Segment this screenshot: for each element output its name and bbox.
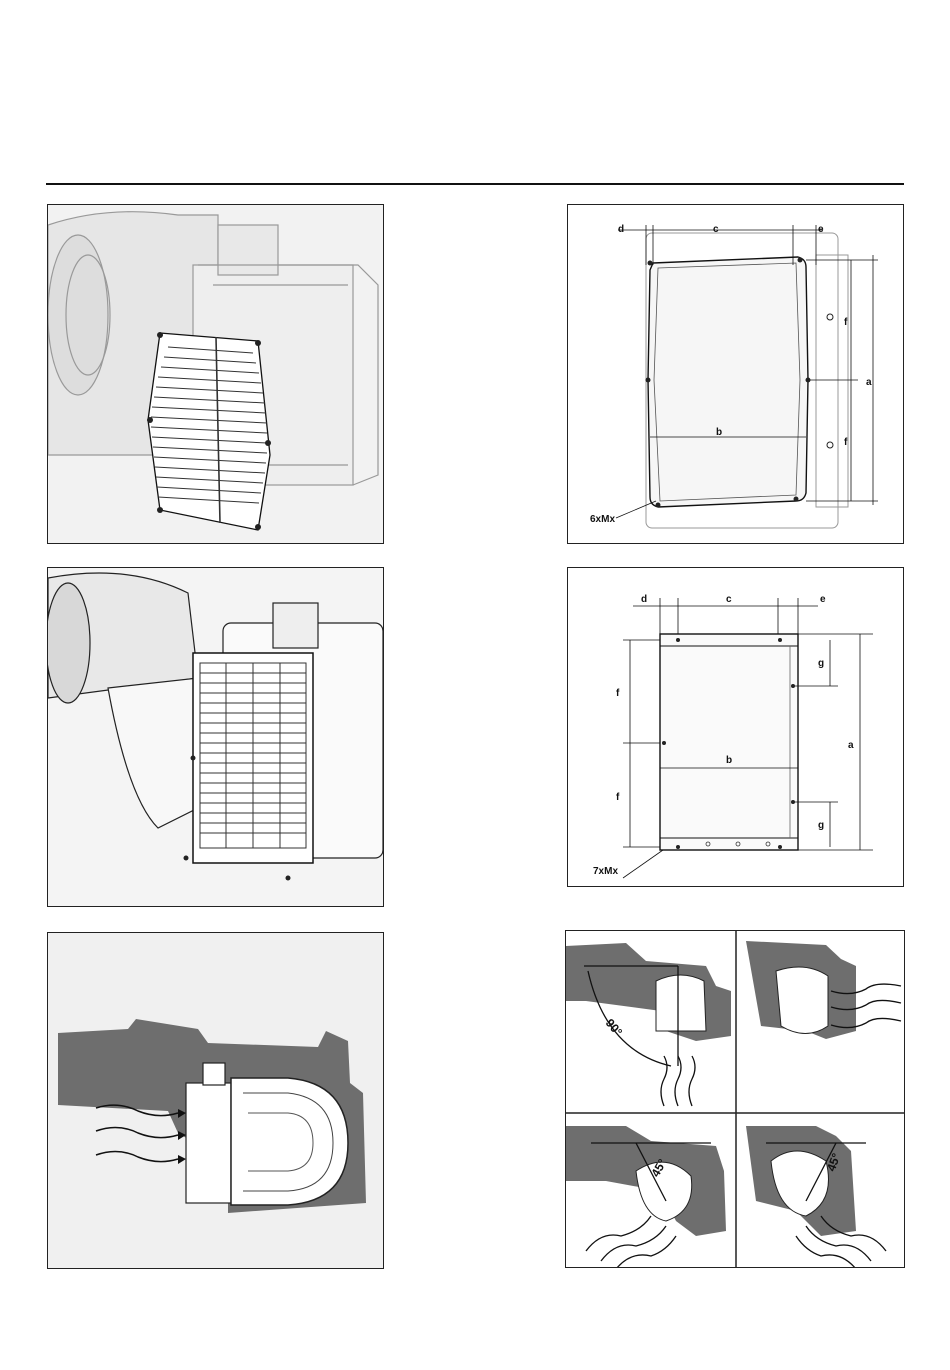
hex-grille-dimensions-svg: d c e f f a b 6xMx	[568, 205, 904, 544]
dim-label-c: c	[713, 224, 719, 235]
screw-count-label: 7xMx	[593, 866, 618, 877]
burner-hex-grille-drawing	[48, 205, 384, 544]
dim-label-d: d	[641, 594, 647, 605]
header-rule	[46, 183, 904, 185]
rect-grille-dimension-drawing: d c e f f g g a b 7xMx	[567, 567, 904, 887]
screw-count-label: 6xMx	[590, 514, 615, 525]
dim-label-f-upper: f	[616, 688, 620, 699]
dim-label-d: d	[618, 224, 624, 235]
dim-label-a: a	[866, 377, 872, 388]
rect-grille-dimensions-svg: d c e f f g g a b 7xMx	[568, 568, 904, 887]
dim-label-g-upper: g	[818, 658, 824, 669]
dim-label-a: a	[848, 740, 854, 751]
dim-label-b: b	[726, 755, 732, 766]
burner-hex-grille-illustration	[47, 204, 384, 544]
burner-rect-grille-illustration	[47, 567, 384, 907]
dim-label-f-lower: f	[616, 792, 620, 803]
dim-label-f-upper: f	[844, 317, 848, 328]
orientation-diagrams-svg: 90° 45° 45°	[566, 931, 905, 1268]
hex-grille-dimension-drawing: d c e f f a b 6xMx	[567, 204, 904, 544]
dim-label-b: b	[716, 427, 722, 438]
dim-label-g-lower: g	[818, 820, 824, 831]
dim-label-c: c	[726, 594, 732, 605]
dim-label-e: e	[818, 224, 824, 235]
air-intake-side-view-svg	[48, 933, 384, 1269]
orientation-diagrams: 90° 45° 45°	[565, 930, 905, 1268]
air-intake-side-view	[47, 932, 384, 1269]
burner-rect-grille-drawing	[48, 568, 384, 907]
dim-label-e: e	[820, 594, 826, 605]
dim-label-f-lower: f	[844, 437, 848, 448]
